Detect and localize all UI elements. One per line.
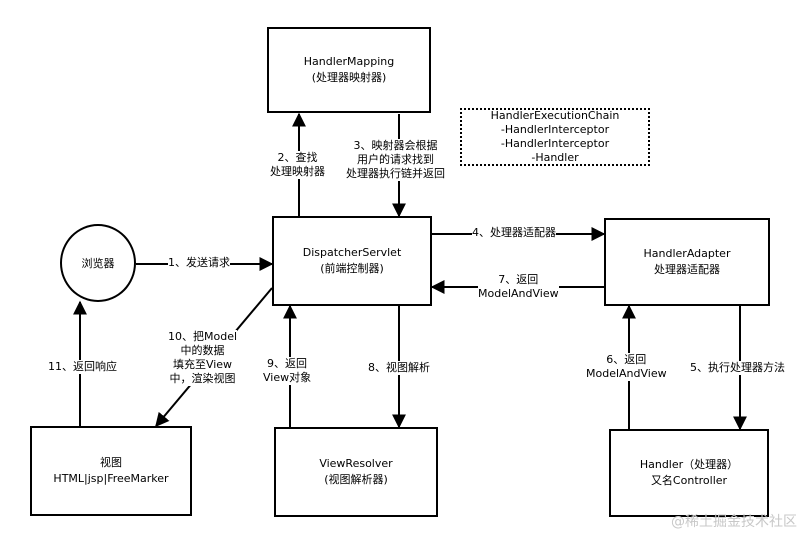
execution-chain-note: HandlerExecutionChain -HandlerIntercepto… bbox=[460, 108, 650, 166]
handler-node: Handler（处理器） 又名Controller bbox=[609, 429, 769, 517]
handler-mapping-title: HandlerMapping bbox=[303, 55, 395, 68]
edge-label-line: 9、返回 bbox=[267, 357, 308, 370]
handler-mapping-subtitle: (处理器映射器) bbox=[311, 71, 387, 84]
edge-label-line: 3、映射器会根据 bbox=[353, 139, 438, 152]
dispatcher-subtitle: (前端控制器) bbox=[320, 262, 384, 275]
handler-adapter-node: HandlerAdapter 处理器适配器 bbox=[604, 218, 770, 306]
execution-chain-item: -HandlerInterceptor bbox=[500, 123, 610, 136]
edge-label-8: 8、视图解析 bbox=[368, 361, 430, 375]
edge-label-line: 11、返回响应 bbox=[48, 360, 117, 373]
edge-label-11: 11、返回响应 bbox=[48, 360, 117, 374]
edge-label-line: 处理映射器 bbox=[270, 165, 325, 178]
edge-label-line: 10、把Model bbox=[168, 330, 238, 343]
edge-label-line: 2、查找 bbox=[277, 151, 318, 164]
watermark: @稀土掘金技术社区 bbox=[671, 514, 797, 530]
browser-node: 浏览器 bbox=[60, 224, 136, 302]
edge-label-line: ModelAndView bbox=[586, 367, 667, 380]
handler-subtitle: 又名Controller bbox=[650, 474, 728, 487]
execution-chain-title: HandlerExecutionChain bbox=[490, 109, 620, 122]
edge-label-5: 5、执行处理器方法 bbox=[690, 361, 785, 375]
view-title: 视图 bbox=[100, 456, 122, 469]
edge-label-6: 6、返回 ModelAndView bbox=[586, 353, 667, 381]
edge-label-line: 1、发送请求 bbox=[168, 256, 230, 269]
view-resolver-subtitle: (视图解析器) bbox=[324, 473, 388, 486]
edge-label-2: 2、查找 处理映射器 bbox=[270, 151, 325, 179]
handler-adapter-title: HandlerAdapter bbox=[643, 247, 731, 260]
execution-chain-item: -Handler bbox=[531, 151, 579, 164]
edge-label-1: 1、发送请求 bbox=[168, 256, 230, 270]
edge-label-4: 4、处理器适配器 bbox=[472, 226, 556, 240]
edge-label-line: 用户的请求找到 bbox=[357, 153, 434, 166]
dispatcher-servlet-node: DispatcherServlet (前端控制器) bbox=[272, 216, 432, 306]
browser-label: 浏览器 bbox=[81, 257, 115, 270]
view-subtitle: HTML|jsp|FreeMarker bbox=[53, 472, 169, 485]
view-node: 视图 HTML|jsp|FreeMarker bbox=[30, 426, 192, 516]
edge-label-line: 填充至View bbox=[172, 358, 233, 371]
edge-label-10: 10、把Model 中的数据 填充至View 中，渲染视图 bbox=[168, 330, 238, 386]
handler-title: Handler（处理器） bbox=[639, 458, 739, 471]
handler-adapter-subtitle: 处理器适配器 bbox=[654, 263, 720, 276]
edge-label-9: 9、返回 View对象 bbox=[263, 357, 312, 385]
execution-chain-item: -HandlerInterceptor bbox=[500, 137, 610, 150]
edge-label-7: 7、返回 ModelAndView bbox=[478, 273, 559, 301]
edge-label-line: View对象 bbox=[263, 371, 312, 384]
edge-label-line: 6、返回 bbox=[606, 353, 647, 366]
edge-label-line: 中的数据 bbox=[180, 344, 225, 357]
edge-label-line: 处理器执行链并返回 bbox=[346, 167, 445, 180]
edge-label-line: 中，渲染视图 bbox=[169, 372, 236, 385]
edge-label-3: 3、映射器会根据 用户的请求找到 处理器执行链并返回 bbox=[346, 139, 445, 181]
edge-label-line: 8、视图解析 bbox=[368, 361, 430, 374]
view-resolver-node: ViewResolver (视图解析器) bbox=[274, 427, 438, 517]
edge-label-line: 4、处理器适配器 bbox=[472, 226, 556, 239]
edge-label-line: ModelAndView bbox=[478, 287, 559, 300]
handler-mapping-node: HandlerMapping (处理器映射器) bbox=[267, 27, 431, 113]
view-resolver-title: ViewResolver bbox=[319, 457, 393, 470]
dispatcher-title: DispatcherServlet bbox=[302, 246, 402, 259]
edge-label-line: 5、执行处理器方法 bbox=[690, 361, 785, 374]
edge-label-line: 7、返回 bbox=[498, 273, 539, 286]
